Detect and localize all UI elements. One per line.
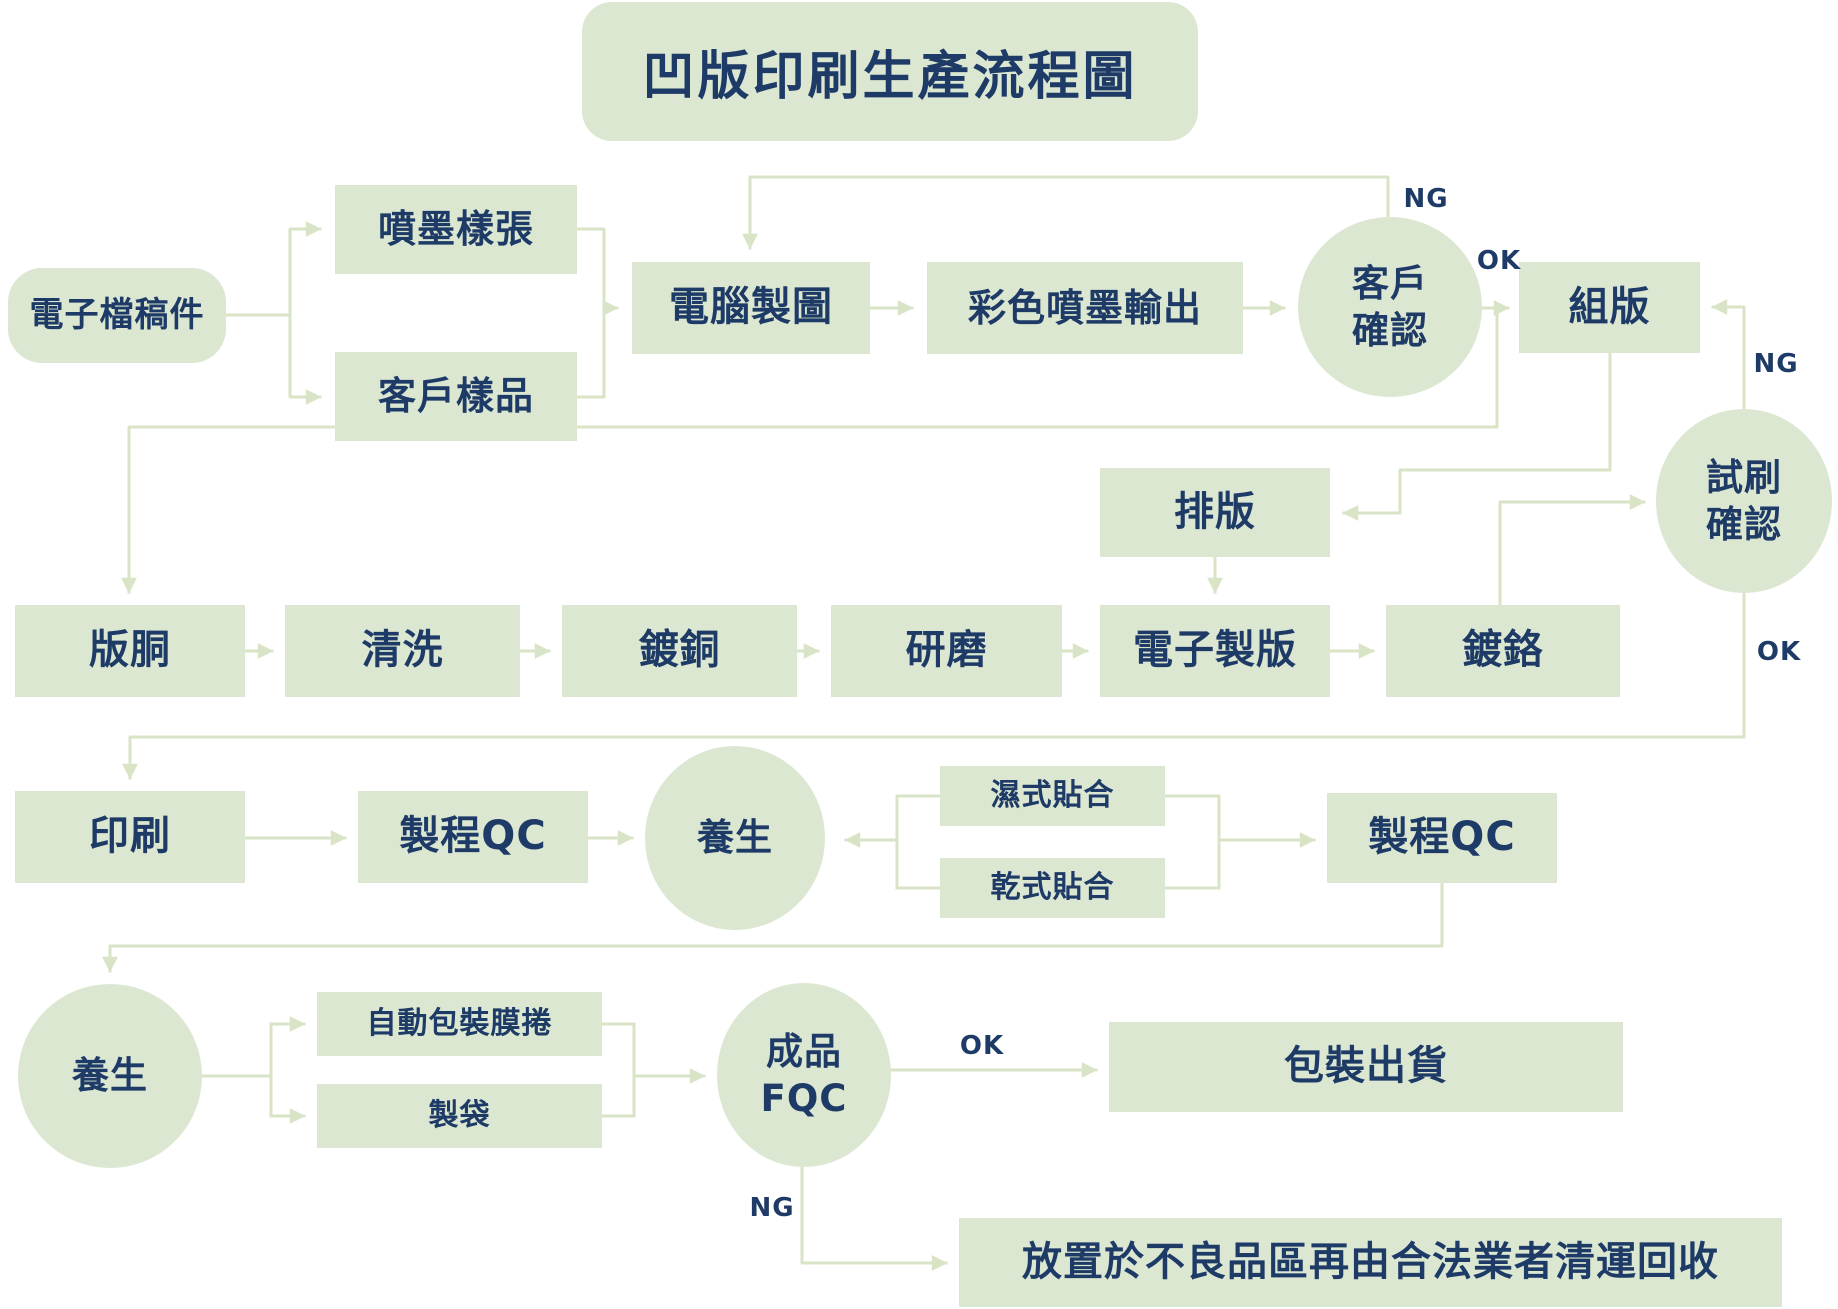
node-packing-shipping: 包裝出貨 <box>1109 1022 1623 1112</box>
node-chrome-plating: 鍍鉻 <box>1386 605 1620 697</box>
label-customer-confirm-ng: NG <box>1403 184 1449 214</box>
node-color-inkjet-output: 彩色噴墨輸出 <box>927 262 1243 354</box>
edge-chrome-to-proof-confirm <box>1498 494 1646 607</box>
node-customer-confirm: 客戶 確認 <box>1298 217 1482 397</box>
node-curing-1: 養生 <box>645 746 825 930</box>
node-label: 電子檔稿件 <box>29 294 205 335</box>
node-finished-fqc: 成品 FQC <box>717 983 891 1167</box>
node-curing-2: 養生 <box>18 984 202 1168</box>
node-label: 放置於不良品區再由合法業者清運回收 <box>1022 1238 1719 1285</box>
node-customer-sample: 客戶樣品 <box>335 352 577 441</box>
node-label: 養生 <box>697 816 773 860</box>
edge-proof-confirm-ok <box>122 591 1746 780</box>
node-plate-cylinder: 版胴 <box>15 605 245 697</box>
node-label: 養生 <box>72 1054 148 1098</box>
node-label: 清洗 <box>361 627 444 674</box>
node-label: 版胴 <box>89 627 171 674</box>
node-label: 乾式貼合 <box>990 869 1115 905</box>
node-label: 鍍鉻 <box>1462 627 1544 674</box>
node-label: 客戶 確認 <box>1352 261 1428 352</box>
node-auto-packaging-film-roll: 自動包裝膜捲 <box>317 992 602 1056</box>
node-label: 印刷 <box>89 813 171 860</box>
edge-plate-assembly-to-layout <box>1342 351 1612 521</box>
node-label: 彩色噴墨輸出 <box>967 285 1202 330</box>
diagram-title-box: 凹版印刷生產流程圖 <box>582 2 1198 141</box>
node-bag-making: 製袋 <box>317 1084 602 1148</box>
label-fqc-ok: OK <box>959 1031 1005 1061</box>
node-label: 包裝出貨 <box>1284 1043 1448 1090</box>
diagram-title: 凹版印刷生產流程圖 <box>642 47 1138 107</box>
node-label: 組版 <box>1568 283 1651 330</box>
node-label: 噴墨樣張 <box>377 207 534 252</box>
node-reject-disposal: 放置於不良品區再由合法業者清運回收 <box>959 1218 1782 1307</box>
edge-draft-to-customer-sample <box>288 313 322 405</box>
label-fqc-ng: NG <box>749 1193 795 1223</box>
label-proof-confirm-ng: NG <box>1753 349 1799 379</box>
node-label: 電腦製圖 <box>669 284 833 331</box>
node-label: 濕式貼合 <box>990 777 1115 813</box>
edge-customer-confirm-ng-loop <box>742 175 1390 250</box>
node-computer-graphics: 電腦製圖 <box>632 262 870 354</box>
node-process-qc-1: 製程QC <box>358 791 588 883</box>
edge-fqc-ng <box>800 1165 948 1271</box>
node-label: 鍍銅 <box>638 627 721 674</box>
edge-ok-branch-to-plate-cylinder <box>121 306 1499 594</box>
node-copper-plating: 鍍銅 <box>562 605 797 697</box>
node-electronic-engraving: 電子製版 <box>1100 605 1330 697</box>
label-proof-confirm-ok: OK <box>1756 637 1802 667</box>
node-label: 製袋 <box>428 1097 491 1133</box>
node-draft-file: 電子檔稿件 <box>8 268 226 363</box>
node-label: 自動包裝膜捲 <box>366 1005 553 1041</box>
node-dry-lamination: 乾式貼合 <box>940 858 1165 918</box>
node-label: 成品 FQC <box>760 1029 848 1120</box>
node-label: 製程QC <box>399 813 547 860</box>
node-label: 客戶樣品 <box>377 374 534 419</box>
node-label: 研磨 <box>905 627 988 674</box>
node-proof-confirm: 試刷 確認 <box>1656 409 1832 593</box>
edge-samples-merge-bracket <box>575 227 606 399</box>
edge-proof-confirm-ng <box>1711 299 1746 411</box>
node-inkjet-sample: 噴墨樣張 <box>335 185 577 274</box>
node-cleaning: 清洗 <box>285 605 520 697</box>
node-process-qc-2: 製程QC <box>1327 793 1557 883</box>
edge-qc2-to-curing2 <box>102 881 1444 973</box>
node-label: 製程QC <box>1368 814 1516 861</box>
node-layout: 排版 <box>1100 468 1330 557</box>
node-grinding: 研磨 <box>831 605 1062 697</box>
node-label: 排版 <box>1174 488 1256 535</box>
edge-draft-to-inkjet-sample <box>288 221 322 317</box>
node-label: 試刷 確認 <box>1706 455 1782 546</box>
node-printing: 印刷 <box>15 791 245 883</box>
label-customer-confirm-ok: OK <box>1476 246 1522 276</box>
node-label: 電子製版 <box>1133 627 1297 674</box>
node-wet-lamination: 濕式貼合 <box>940 766 1165 826</box>
node-plate-assembly: 組版 <box>1519 262 1700 353</box>
